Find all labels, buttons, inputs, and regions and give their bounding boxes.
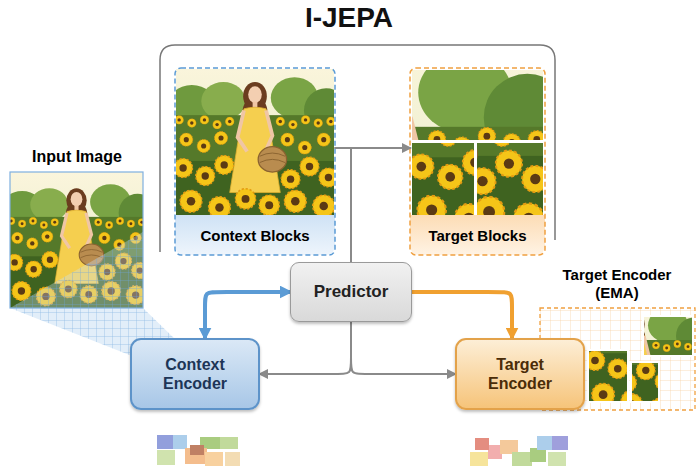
- illustration-part: [488, 445, 502, 459]
- connector-arrow: [205, 292, 290, 338]
- illustration-part: [470, 452, 488, 466]
- node-label: Target Encoder: [467, 355, 573, 393]
- illustration-part: [500, 440, 518, 454]
- connector-arrow: [412, 292, 512, 338]
- illustration-part: [190, 445, 204, 455]
- illustration-part: [10, 232, 143, 308]
- node-label: Target Encoder (EMA): [555, 266, 680, 302]
- predictor-feed-line: [350, 148, 352, 262]
- input-image: [0, 172, 178, 356]
- illustration-part: [631, 362, 659, 402]
- connector-arrow: [260, 322, 351, 374]
- illustration-part: [310, 20, 563, 240]
- encoder-box: Target Encoder: [455, 338, 585, 410]
- illustration-part: [225, 452, 240, 466]
- context-blocks-image: [167, 63, 349, 255]
- illustration-part: [10, 232, 143, 308]
- illustration-part: [410, 68, 545, 255]
- node-label: Predictor: [314, 282, 389, 302]
- illustration-part: [530, 448, 546, 462]
- illustration-part: [643, 316, 693, 356]
- image-label: Input Image: [10, 145, 144, 171]
- illustration-part: [167, 63, 349, 221]
- illustration-part: [552, 436, 568, 450]
- illustration-part: [10, 172, 143, 308]
- illustration-part: [548, 452, 566, 466]
- encoder-box: Context Encoder: [130, 338, 260, 410]
- illustration-part: [410, 215, 545, 255]
- illustration-part: [0, 172, 156, 308]
- illustration-part: [205, 452, 223, 466]
- diagram-title: I-JEPA: [0, 2, 698, 34]
- illustration-part: [157, 435, 173, 449]
- illustration-part: [220, 437, 238, 449]
- node-label: Input Image: [32, 147, 122, 166]
- patch-tokens: [157, 435, 240, 466]
- block-card: Target Blocks: [410, 68, 545, 255]
- illustration-part: [475, 438, 489, 450]
- illustration-part: [310, 20, 563, 240]
- illustration-part: [173, 435, 187, 449]
- illustration-part: [175, 68, 335, 255]
- connector-arrow: [335, 147, 410, 149]
- target-blocks-image: [212, 20, 637, 336]
- ema-label: Target Encoder (EMA): [538, 266, 696, 306]
- illustration-part: [512, 452, 532, 466]
- connector-arrow: [351, 322, 455, 374]
- node-label: Context Blocks: [200, 227, 309, 245]
- illustration-part: [588, 350, 628, 402]
- node-label: Target Blocks: [428, 227, 526, 245]
- block-card: Context Blocks: [175, 68, 335, 255]
- process-box: Predictor: [290, 262, 412, 322]
- patch-tokens: [470, 436, 568, 466]
- illustration-part: [175, 215, 335, 255]
- node-label: Context Encoder: [142, 355, 248, 393]
- illustration-part: [157, 450, 175, 465]
